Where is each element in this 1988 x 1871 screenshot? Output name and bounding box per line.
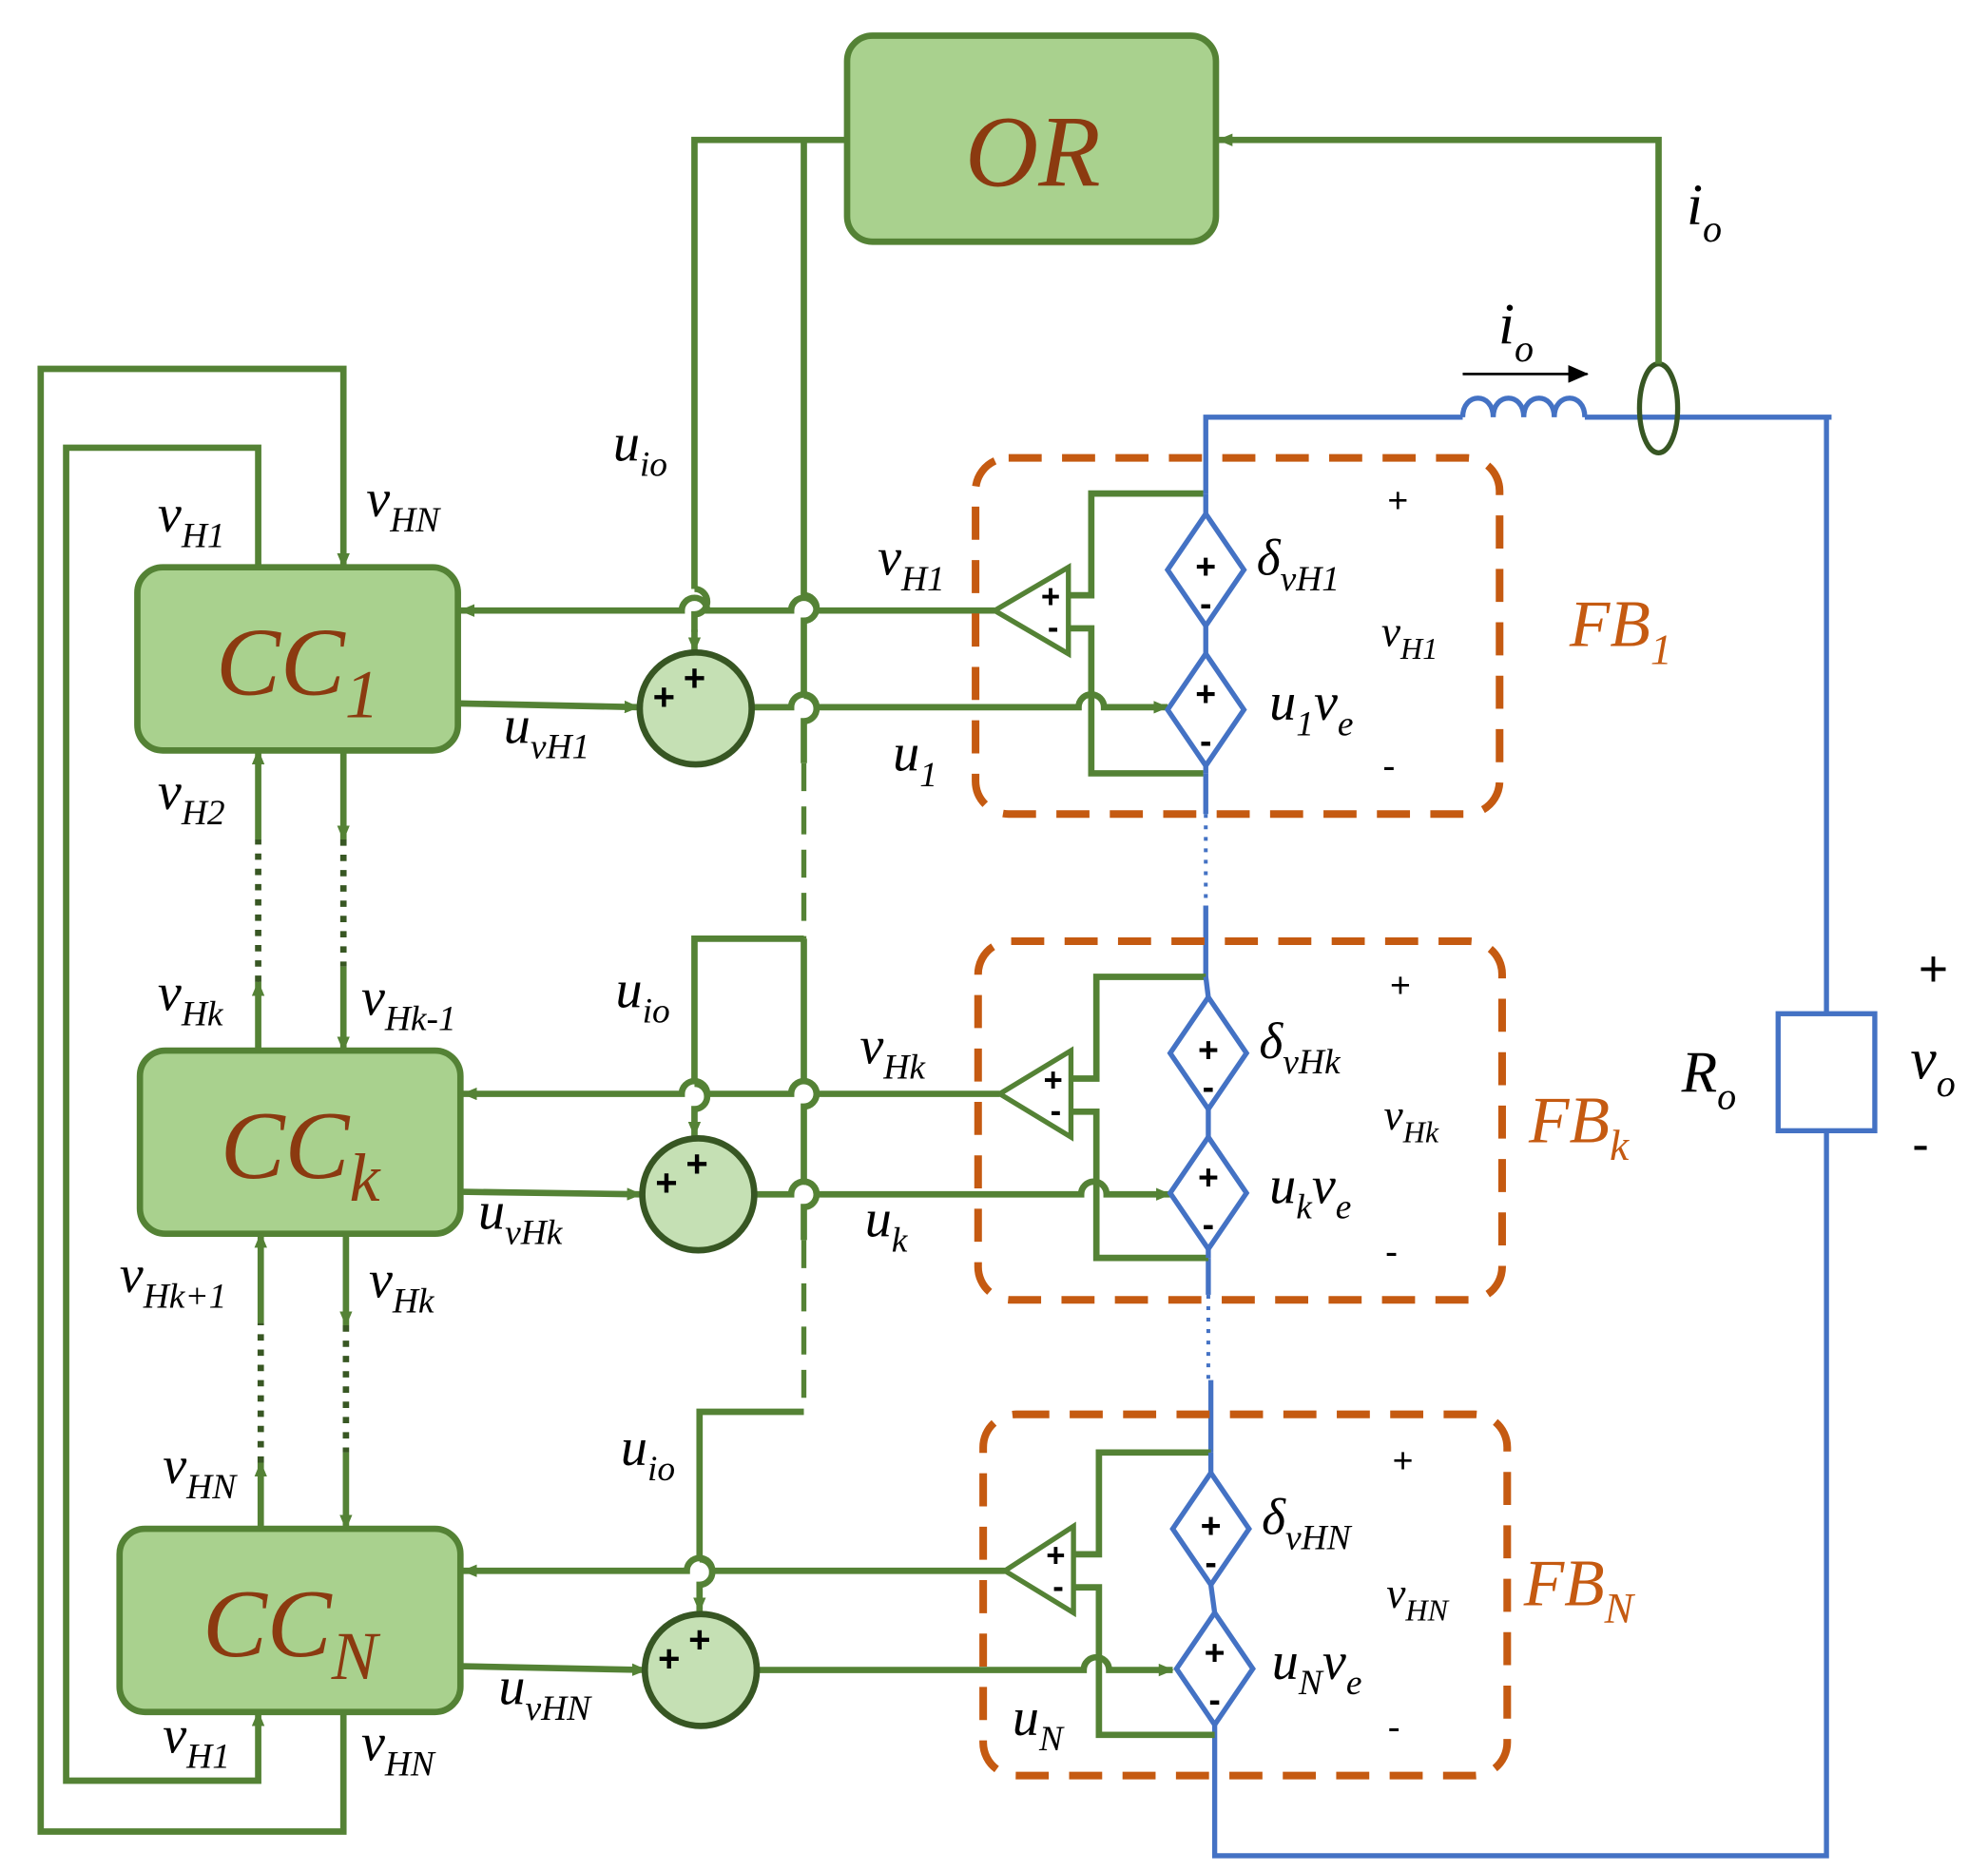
cc-ring-links [37,365,353,1835]
svg-text:-: - [1208,1680,1220,1720]
svg-text:+: + [1393,1440,1414,1480]
svg-text:-: - [1912,1116,1929,1172]
svg-text:ukve: ukve [1269,1157,1351,1227]
svg-text:uk: uk [865,1189,909,1260]
svg-text:δvHk: δvHk [1259,1013,1341,1082]
svg-text:-: - [1051,1093,1062,1129]
svg-text:vHk-1: vHk-1 [361,969,456,1039]
svg-text:+: + [684,656,705,699]
fbk-box [974,937,1506,1304]
svg-text:+: + [653,676,675,719]
svg-text:io: io [1687,172,1722,250]
svg-text:+: + [658,1637,680,1680]
svg-text:-: - [1388,1706,1400,1748]
svg-text:vH1: vH1 [1381,608,1438,665]
svg-text:vHk: vHk [859,1016,926,1087]
svg-text:vHk: vHk [158,963,224,1033]
sum-junction-1 [636,648,755,768]
svg-text:+: + [1390,965,1411,1005]
svg-text:-: - [1382,744,1395,787]
current-sensor [1217,133,1681,455]
svg-text:+: + [1198,1030,1219,1070]
svg-text:+: + [655,1162,677,1205]
svg-text:+: + [1205,1632,1226,1672]
cc1-block [134,564,461,754]
sign-marks: + + + + + + + - + - + - + - + - + - + - … [653,480,1948,1748]
svg-text:vH2: vH2 [158,762,225,833]
svg-text:-: - [1205,1542,1216,1582]
svg-text:vHN: vHN [366,470,441,540]
sum-junction-k [639,1135,758,1254]
or-block-label: OR [965,96,1101,208]
fb1-box [972,453,1504,819]
resistor-ro [1775,1011,1878,1134]
svg-text:-: - [1203,1067,1214,1107]
fb1-label: FB1 [1569,588,1672,674]
row-1-wiring [457,490,1204,777]
svg-text:uNve: uNve [1272,1632,1362,1703]
svg-text:-: - [1052,1569,1064,1605]
svg-text:+: + [1387,480,1408,520]
svg-text:vHN: vHN [361,1714,436,1784]
svg-text:vHk: vHk [1384,1090,1439,1148]
ccn-label: CCN [203,1570,381,1694]
svg-text:vHN: vHN [163,1437,238,1507]
svg-text:vH1: vH1 [163,1707,230,1777]
svg-text:vHk+1: vHk+1 [120,1245,227,1316]
svg-text:io: io [1498,292,1534,370]
fbk-label: FBk [1528,1084,1630,1169]
signal-labels: io io uio uio uio vH1 vHN vH2 vHk vHk-1 … [120,172,1956,1784]
opamp-1 [989,563,1071,659]
svg-text:u1ve: u1ve [1269,673,1353,743]
svg-text:uvHN: uvHN [498,1658,592,1728]
svg-text:-: - [1200,721,1211,761]
svg-text:+: + [1195,674,1216,714]
opamp-k [994,1046,1074,1142]
fbn-label: FBN [1523,1547,1636,1632]
svg-text:+: + [685,1143,707,1186]
power-circuit [1203,395,1878,1859]
svg-text:+: + [1044,1063,1063,1099]
svg-text:+: + [1201,1505,1222,1545]
fbn-box [979,1410,1512,1780]
svg-text:δvH1: δvH1 [1257,530,1340,599]
svg-text:-: - [1200,584,1211,624]
svg-text:vHN: vHN [1386,1569,1449,1627]
cck-label: CCk [221,1091,382,1216]
svg-text:+: + [1919,941,1948,997]
svg-text:δvHN: δvHN [1262,1488,1353,1557]
svg-text:-: - [1203,1204,1214,1244]
svg-text:Ro: Ro [1681,1040,1737,1118]
svg-text:uvHk: uvHk [478,1182,564,1252]
svg-text:vH1: vH1 [878,529,945,599]
ccn-block [116,1525,464,1716]
row-k-wiring [460,974,1208,1262]
svg-text:-: - [1385,1230,1398,1273]
cck-block [136,1047,464,1238]
svg-text:uvH1: uvH1 [504,696,589,766]
svg-text:uio: uio [616,961,670,1032]
svg-text:uio: uio [621,1418,675,1489]
svg-text:uN: uN [1013,1688,1065,1759]
cc1-label: CC1 [216,608,379,732]
uio-distribution [687,136,847,1613]
svg-text:+: + [1198,1157,1219,1197]
svg-text:+: + [1041,580,1060,616]
svg-text:+: + [1195,547,1216,587]
row-n-wiring [460,1449,1215,1739]
sum-junction-n [641,1611,761,1729]
svg-text:+: + [688,1618,710,1661]
svg-text:vH1: vH1 [158,485,225,555]
dep-source-uve-n [1173,1608,1256,1729]
svg-text:+: + [1046,1538,1065,1574]
svg-text:vHk: vHk [369,1251,435,1321]
svg-text:vo: vo [1910,1028,1955,1106]
svg-text:u1: u1 [893,724,937,795]
svg-text:-: - [1048,610,1059,646]
svg-text:uio: uio [613,414,667,484]
opamp-n [999,1521,1076,1618]
